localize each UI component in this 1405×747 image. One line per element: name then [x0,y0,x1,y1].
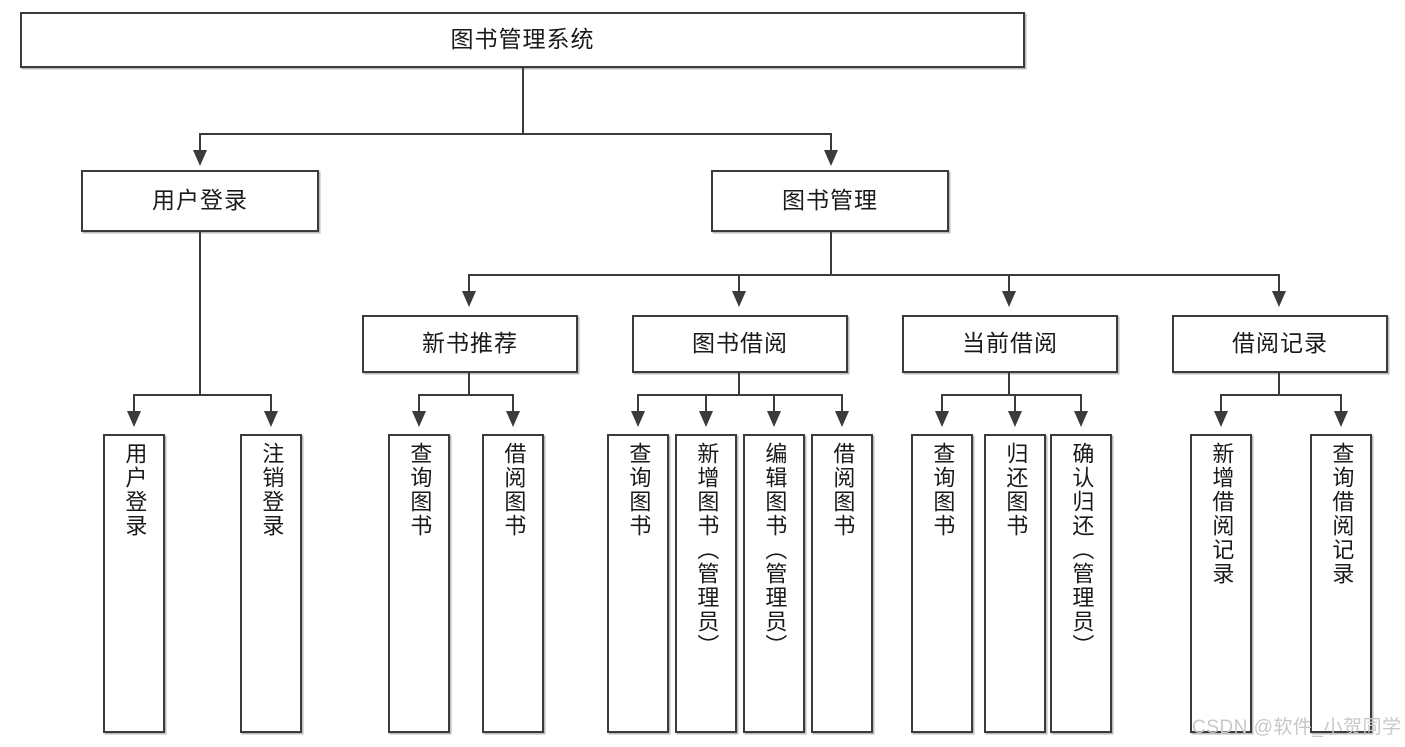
leaf-node-borrow-books-bb[interactable]: 借阅图书 [811,434,873,733]
leaf-label: 借阅图书 [830,442,856,538]
leaf-node-query-books-nbr[interactable]: 查询图书 [388,434,450,733]
edge-new-book-rec-stem [468,373,470,396]
edge-to-leaf-user-login [133,394,135,414]
edge-borrow-record-bus [1220,394,1341,396]
edge-current-borrow-stem [1008,373,1010,396]
leaf-node-user-login[interactable]: 用户登录 [103,434,165,733]
edge-root-to-book-manage [830,133,832,153]
edge-book-borrow-bus [637,394,843,396]
leaf-label: 用户登录 [122,442,148,538]
arrow-cb-to-leaf-1 [935,411,949,427]
node-book-management[interactable]: 图书管理 [711,170,949,232]
edge-to-new-book-rec [468,274,470,294]
edge-bb-to-leaf-2 [705,394,707,414]
leaf-node-add-book-admin[interactable]: 新增图书（管理员） [675,434,737,733]
node-borrowing-record[interactable]: 借阅记录 [1172,315,1388,373]
arrow-to-book-manage [824,150,838,166]
arrow-cb-to-leaf-2 [1008,411,1022,427]
arrow-cb-to-leaf-3 [1074,411,1088,427]
edge-borrow-record-stem [1278,373,1280,396]
leaf-label: 查询图书 [407,442,433,538]
arrow-br-to-leaf-1 [1214,411,1228,427]
edge-root-to-user-login [199,133,201,153]
leaf-label: 编辑图书（管理员） [762,442,788,658]
node-label: 用户登录 [152,187,248,214]
node-label: 借阅记录 [1232,330,1328,357]
leaf-label: 查询图书 [930,442,956,538]
leaf-node-borrow-books-nbr[interactable]: 借阅图书 [482,434,544,733]
arrow-bb-to-leaf-4 [835,411,849,427]
arrow-to-current-borrow [1002,291,1016,307]
edge-bb-to-leaf-3 [773,394,775,414]
leaf-node-query-books-bb[interactable]: 查询图书 [607,434,669,733]
node-label: 图书管理系统 [450,26,595,53]
leaf-node-logout[interactable]: 注销登录 [240,434,302,733]
node-label: 图书管理 [782,187,878,214]
arrow-to-borrow-record [1272,291,1286,307]
leaf-label: 确认归还（管理员） [1069,442,1095,658]
arrow-to-leaf-logout [264,411,278,427]
arrow-nbr-to-leaf-2 [506,411,520,427]
leaf-node-edit-book-admin[interactable]: 编辑图书（管理员） [743,434,805,733]
arrow-bb-to-leaf-2 [699,411,713,427]
arrow-to-leaf-user-login [127,411,141,427]
leaf-node-return-books[interactable]: 归还图书 [984,434,1046,733]
edge-br-to-leaf-2 [1340,394,1342,414]
edge-new-book-rec-bus [418,394,514,396]
arrow-bb-to-leaf-1 [631,411,645,427]
arrow-to-new-book-rec [462,291,476,307]
edge-bb-to-leaf-1 [637,394,639,414]
leaf-label: 借阅图书 [501,442,527,538]
edge-cb-to-leaf-2 [1014,394,1016,414]
edge-book-manage-bus [468,274,1280,276]
edge-cb-to-leaf-1 [941,394,943,414]
edge-to-book-borrow [738,274,740,294]
leaf-label: 归还图书 [1003,442,1029,538]
leaf-node-confirm-return-admin[interactable]: 确认归还（管理员） [1050,434,1112,733]
leaf-label: 新增图书（管理员） [694,442,720,658]
node-book-borrowing[interactable]: 图书借阅 [632,315,848,373]
edge-current-borrow-bus [941,394,1081,396]
arrow-nbr-to-leaf-1 [412,411,426,427]
csdn-watermark: CSDN @软件_小贺同学 [1192,717,1402,738]
edge-cb-to-leaf-3 [1080,394,1082,414]
node-root-system[interactable]: 图书管理系统 [20,12,1025,68]
leaf-node-query-books-cb[interactable]: 查询图书 [911,434,973,733]
edge-user-login-stem [199,232,201,396]
edge-bb-to-leaf-4 [841,394,843,414]
node-label: 图书借阅 [692,330,788,357]
edge-nbr-to-leaf-2 [512,394,514,414]
edge-to-borrow-record [1278,274,1280,294]
arrow-br-to-leaf-2 [1334,411,1348,427]
edge-to-current-borrow [1008,274,1010,294]
edge-user-login-bus [133,394,271,396]
node-current-borrowing[interactable]: 当前借阅 [902,315,1118,373]
leaf-label: 新增借阅记录 [1209,442,1235,586]
arrow-bb-to-leaf-3 [767,411,781,427]
node-new-book-recommendation[interactable]: 新书推荐 [362,315,578,373]
edge-book-manage-stem [830,232,832,276]
edge-root-bus [199,133,832,135]
arrow-to-book-borrow [732,291,746,307]
leaf-label: 查询图书 [626,442,652,538]
edge-book-borrow-stem [738,373,740,396]
edge-to-leaf-logout [270,394,272,414]
edge-nbr-to-leaf-1 [418,394,420,414]
leaf-node-query-borrow-record[interactable]: 查询借阅记录 [1310,434,1372,733]
leaf-label: 查询借阅记录 [1329,442,1355,586]
leaf-node-add-borrow-record[interactable]: 新增借阅记录 [1190,434,1252,733]
leaf-label: 注销登录 [259,442,285,538]
edge-root-stem [522,68,524,134]
node-label: 当前借阅 [962,330,1058,357]
arrow-to-user-login [193,150,207,166]
node-label: 新书推荐 [422,330,518,357]
edge-br-to-leaf-1 [1220,394,1222,414]
node-user-login[interactable]: 用户登录 [81,170,319,232]
